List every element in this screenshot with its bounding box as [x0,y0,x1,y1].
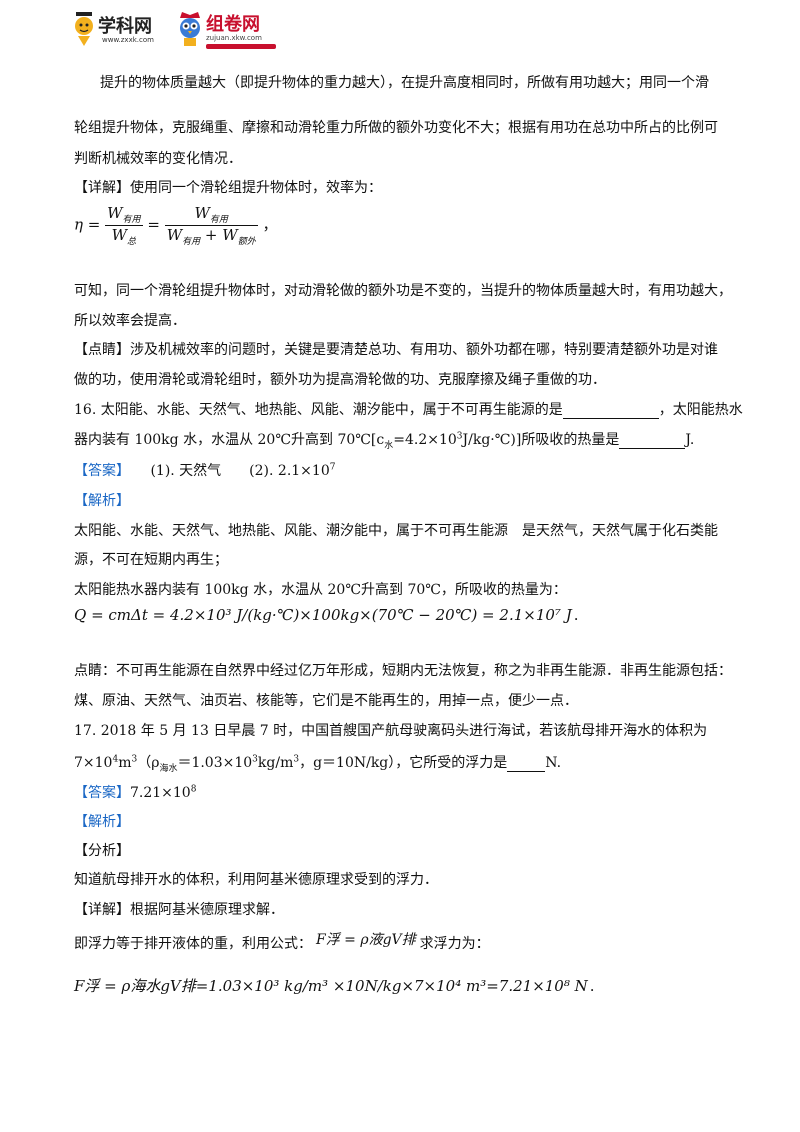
tip-paragraph-line: 煤、原油、天然气、油页岩、核能等，它们是不能再生的，用掉一点，便少一点． [74,693,578,709]
formula-line: 即浮力等于排开液体的重，利用公式：F浮 = ρ液gV排求浮力为： [74,932,490,952]
answer-blank [507,755,546,772]
buoyancy-equation: F浮 = ρ海水gV排=1.03×10³ kg/m³ ×10N/kg×7×10⁴… [74,977,595,995]
zxxk-logo-url: www.zxxk.com [102,36,154,44]
buoyancy-formula: F浮 = ρ液gV排 [316,932,416,948]
paragraph-line: 可知，同一个滑轮组提升物体时，对动滑轮做的额外功是不变的，当提升的物体质量越大时… [74,283,732,299]
fenxi-text: 知道航母排开水的体积，利用阿基米德原理求受到的浮力． [74,872,438,888]
detail-line: 【详解】根据阿基米德原理求解． [74,902,284,918]
question-17-line-2: 7×104m3（ρ海水＝1.03×103kg/m3，g＝10N/kg），它所受的… [74,754,562,774]
zujuan-logo-bar [206,44,276,49]
tip-paragraph-line: 点睛：不可再生能源在自然界中经过亿万年形成，短期内无法恢复，称之为非再生能源．非… [74,663,732,679]
answer-blank [619,432,686,449]
detail-tag: 【详解】 [74,902,130,918]
mascot-icon [75,12,93,46]
tip-line-2: 做的功，使用滑轮或滑轮组时，额外功为提高滑轮做的功、克服摩擦及绳子重做的功． [74,372,606,388]
fenxi-tag: 【分析】 [74,843,130,859]
detail-tag: 【详解】 [74,180,130,196]
fraction-useful-sum: W有用 W有用 + W额外 [164,204,258,247]
zujuan-logo: 组卷网 zujuan.xkw.com [176,10,296,50]
zujuan-logo-text: 组卷网 [206,14,260,35]
answer-blank [562,402,659,419]
fraction-useful-total: W有用 W总 [105,204,143,247]
efficiency-equation: η = W有用 W总 = W有用 W有用 + W额外 ， [74,204,278,247]
analysis-line: 太阳能、水能、天然气、地热能、风能、潮汐能中，属于不可再生能源 是天然气，天然气… [74,523,718,539]
paragraph-line: 判断机械效率的变化情况． [74,151,242,167]
detail-line: 【详解】使用同一个滑轮组提升物体时，效率为： [74,177,382,197]
answer-17: 【答案】7.21×108 [74,784,197,801]
analysis-line: 源，不可在短期内再生； [74,552,228,568]
question-16-line-2: 器内装有 100kg 水，水温从 20℃升高到 70℃[c水=4.2×103J/… [74,431,695,451]
owl-mascot-icon [180,12,200,46]
eta-symbol: η = [74,215,101,234]
tip-tag: 【点睛】 [74,342,130,358]
tip-line: 【点睛】涉及机械效率的问题时，关键是要清楚总功、有用功、额外功都在哪，特别要清楚… [74,339,718,359]
question-16-line-1: 16. 太阳能、水能、天然气、地热能、风能、潮汐能中，属于不可再生能源的是 ，太… [74,402,743,419]
tip-text: 涉及机械效率的问题时，关键是要清楚总功、有用功、额外功都在哪，特别要清楚额外功是… [130,342,718,358]
answer-tag: 【答案】 [74,463,130,479]
analysis-tag: 【解析】 [74,493,130,509]
paragraph-line: 所以效率会提高． [74,313,186,329]
zujuan-logo-url: zujuan.xkw.com [206,34,262,42]
detail-text: 使用同一个滑轮组提升物体时，效率为： [130,180,382,196]
paragraph-line: 提升的物体质量越大（即提升物体的重力越大），在提升高度相同时，所做有用功越大；用… [100,75,709,91]
answer-tag: 【答案】 [74,785,130,801]
heat-equation: Q = cmΔt = 4.2×10³ J/(kg·℃)×100kg×(70℃ −… [74,606,579,624]
analysis-line: 太阳能热水器内装有 100kg 水，水温从 20℃升高到 70℃，所吸收的热量为… [74,582,567,598]
question-17-line-1: 17. 2018 年 5 月 13 日早晨 7 时，中国首艘国产航母驶离码头进行… [74,723,708,739]
zxxk-logo: 学科网 www.zxxk.com [72,10,168,50]
zxxk-logo-text: 学科网 [98,16,152,37]
answer-16: 【答案】 (1). 天然气 (2). 2.1×107 [74,462,336,479]
analysis-tag: 【解析】 [74,814,130,830]
paragraph-line: 轮组提升物体，克服绳重、摩擦和动滑轮重力所做的额外功变化不大；根据有用功在总功中… [74,120,718,136]
